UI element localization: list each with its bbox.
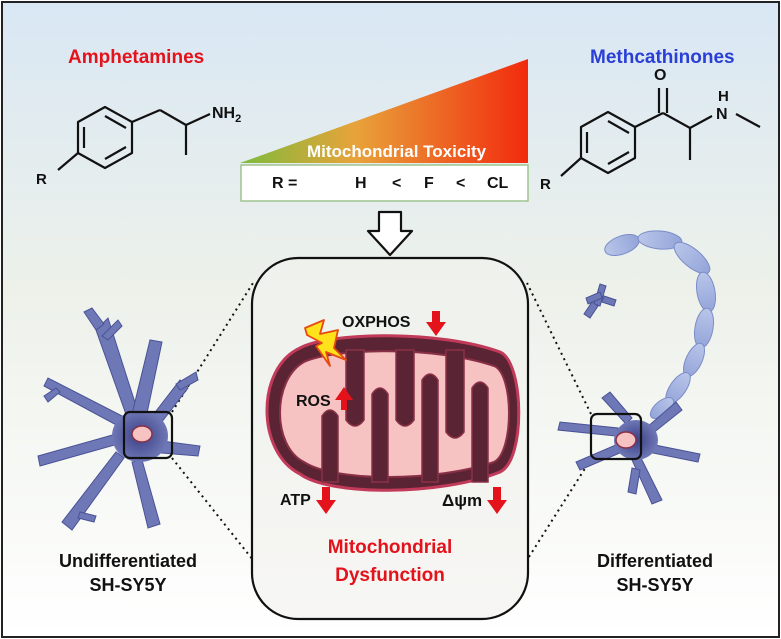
oxphos-label: OXPHOS xyxy=(342,314,411,331)
halogen-order-box xyxy=(240,164,529,202)
methcathinones-heading: Methcathinones xyxy=(590,47,735,68)
atp-label: ATP xyxy=(280,492,311,509)
toxicity-gradient-wedge xyxy=(240,59,528,163)
undifferentiated-label-line2: SH-SY5Y xyxy=(89,575,167,595)
amphetamines-heading: Amphetamines xyxy=(68,47,205,68)
r-group-label-right: R xyxy=(540,176,551,193)
differentiated-label-line1: Differentiated xyxy=(596,551,713,571)
small-mitochondrion-icon xyxy=(131,425,153,443)
fluorine-label: F xyxy=(424,175,434,192)
r-group-label-left: R xyxy=(36,171,47,188)
carbonyl-oxygen-label: O xyxy=(654,67,667,84)
small-mitochondrion-icon xyxy=(615,431,637,449)
less-than-2: < xyxy=(456,175,466,192)
mitochondrion-icon xyxy=(265,334,521,492)
dysfunction-line1: Mitochondrial xyxy=(327,537,453,558)
methcathinone-structure xyxy=(560,88,761,177)
ros-label: ROS xyxy=(296,393,331,410)
hydrogen-label: H xyxy=(355,175,367,192)
differentiated-label-line2: SH-SY5Y xyxy=(616,575,694,595)
down-arrow-icon xyxy=(366,210,414,257)
oxphos-down-arrow-icon xyxy=(426,311,446,336)
amine-hydrogen-label: H xyxy=(718,88,729,105)
differentiated-zoom-box xyxy=(589,412,643,461)
ros-up-arrow-icon xyxy=(335,387,353,410)
membrane-potential-label: Δψm xyxy=(442,491,483,510)
less-than-1: < xyxy=(392,175,402,192)
r-equals-label: R = xyxy=(272,175,298,192)
chlorine-label: CL xyxy=(487,175,509,192)
amine-nitrogen-label: N xyxy=(716,106,728,123)
psi-down-arrow-icon xyxy=(487,487,507,514)
amine-group-label: NH2 xyxy=(212,105,242,126)
mitochondrial-toxicity-label: Mitochondrial Toxicity xyxy=(307,142,487,161)
amphetamine-structure xyxy=(57,105,211,171)
atp-down-arrow-icon xyxy=(316,487,336,514)
lightning-bolt-icon xyxy=(304,319,347,367)
undifferentiated-label-line1: Undifferentiated xyxy=(58,551,197,571)
undifferentiated-neuron-icon xyxy=(37,307,201,531)
dysfunction-line2: Dysfunction xyxy=(335,565,445,586)
undifferentiated-zoom-box xyxy=(122,410,174,460)
